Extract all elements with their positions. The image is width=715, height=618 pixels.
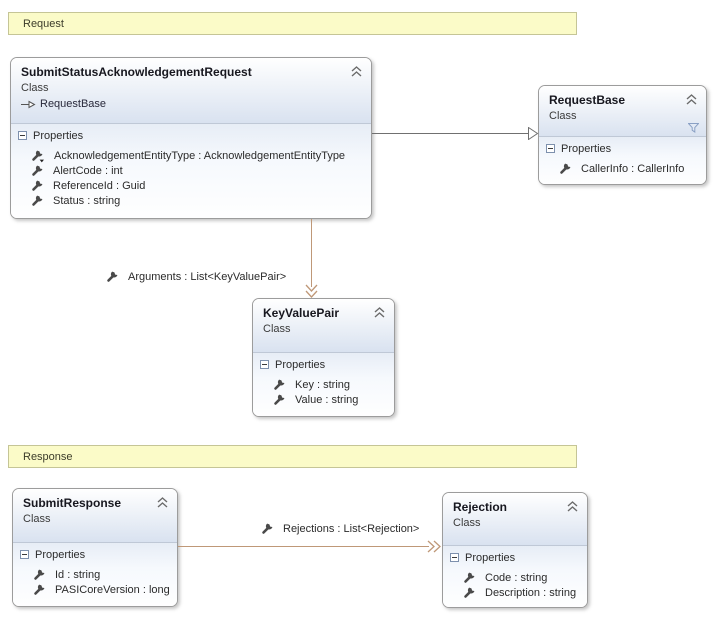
class-title: SubmitResponse	[23, 496, 122, 510]
inheritance-line	[372, 133, 528, 134]
association-label-row: Rejections : List<Rejection>	[261, 522, 419, 535]
collapse-chevron-icon[interactable]	[373, 307, 386, 318]
property-row[interactable]: CallerInfo : CallerInfo	[539, 161, 706, 176]
collapse-minus-icon[interactable]	[546, 144, 555, 153]
request-comment-label: Request	[23, 17, 64, 30]
class-title: SubmitStatusAcknowledgementRequest	[21, 65, 252, 79]
properties-section-header: Properties	[253, 356, 394, 373]
collapse-chevron-icon[interactable]	[685, 94, 698, 105]
property-row[interactable]: Key : string	[253, 377, 394, 392]
property-label: PASICoreVersion : long	[55, 583, 170, 596]
property-wrench-icon	[559, 162, 572, 175]
class-header: RequestBase Class	[539, 86, 706, 137]
property-label: AcknowledgementEntityType : Acknowledgem…	[54, 149, 346, 162]
class-rejection[interactable]: Rejection Class Properties Code : string	[442, 492, 588, 608]
class-kind: Class	[453, 517, 481, 529]
class-header: KeyValuePair Class	[253, 299, 394, 353]
property-wrench-icon	[33, 583, 46, 596]
property-row[interactable]: Value : string	[253, 392, 394, 407]
inheritance-arrowhead-icon	[528, 127, 539, 140]
association-label: Rejections : List<Rejection>	[283, 522, 420, 535]
class-header: SubmitResponse Class	[13, 489, 177, 543]
collapse-chevron-icon[interactable]	[350, 66, 363, 77]
inheritance-indicator-icon	[21, 100, 36, 109]
property-wrench-icon	[106, 270, 119, 283]
property-label: Id : string	[55, 568, 101, 581]
class-header: Rejection Class	[443, 493, 587, 546]
properties-section-label: Properties	[465, 551, 516, 564]
properties-section-header: Properties	[13, 546, 177, 563]
property-row[interactable]: Code : string	[443, 570, 587, 585]
property-wrench-icon	[463, 586, 476, 599]
request-comment[interactable]: Request	[8, 12, 577, 35]
association-label-row: Arguments : List<KeyValuePair>	[106, 270, 286, 283]
property-row[interactable]: ReferenceId : Guid	[11, 178, 371, 193]
class-keyvaluepair[interactable]: KeyValuePair Class Properties Key : stri…	[252, 298, 395, 417]
class-kind: Class	[549, 110, 577, 122]
association-line	[178, 546, 429, 547]
properties-compartment: Properties Code : string Description : s…	[443, 546, 587, 607]
properties-section-label: Properties	[33, 129, 84, 142]
property-row[interactable]: AcknowledgementEntityType : Acknowledgem…	[11, 148, 371, 163]
property-label: Value : string	[295, 393, 359, 406]
property-wrench-icon	[463, 571, 476, 584]
class-submitresponse[interactable]: SubmitResponse Class Properties Id : str…	[12, 488, 178, 607]
base-type-label: RequestBase	[40, 98, 107, 110]
property-row[interactable]: AlertCode : int	[11, 163, 371, 178]
collapse-minus-icon[interactable]	[20, 550, 29, 559]
property-label: Status : string	[53, 194, 121, 207]
property-wrench-icon	[273, 393, 286, 406]
property-wrench-enum-icon	[31, 149, 45, 163]
class-title: Rejection	[453, 500, 508, 514]
property-label: Code : string	[485, 571, 548, 584]
property-wrench-icon	[261, 522, 274, 535]
property-label: CallerInfo : CallerInfo	[581, 162, 685, 175]
property-label: ReferenceId : Guid	[53, 179, 146, 192]
properties-section-label: Properties	[275, 358, 326, 371]
collapse-minus-icon[interactable]	[450, 553, 459, 562]
property-wrench-icon	[31, 194, 44, 207]
association-arrowhead-icon	[427, 540, 441, 553]
class-requestbase[interactable]: RequestBase Class Properties	[538, 85, 707, 185]
property-wrench-icon	[31, 179, 44, 192]
properties-section-label: Properties	[561, 142, 612, 155]
association-label: Arguments : List<KeyValuePair>	[128, 270, 287, 283]
property-row[interactable]: Status : string	[11, 193, 371, 208]
property-label: AlertCode : int	[53, 164, 123, 177]
properties-compartment: Properties Id : string PASICoreVersion :…	[13, 543, 177, 606]
property-row[interactable]: Id : string	[13, 567, 177, 582]
class-submitstatusacknowledgementrequest[interactable]: SubmitStatusAcknowledgementRequest Class…	[10, 57, 372, 219]
class-title: RequestBase	[549, 93, 626, 107]
property-row[interactable]: PASICoreVersion : long	[13, 582, 177, 597]
property-label: Key : string	[295, 378, 351, 391]
response-comment-label: Response	[23, 450, 73, 463]
properties-compartment: Properties Key : string Value : string	[253, 353, 394, 416]
class-kind: Class	[23, 513, 51, 525]
property-label: Description : string	[485, 586, 577, 599]
properties-section-header: Properties	[11, 127, 371, 144]
response-comment[interactable]: Response	[8, 445, 577, 468]
class-title: KeyValuePair	[263, 306, 340, 320]
association-line	[311, 219, 312, 287]
collapse-chevron-icon[interactable]	[566, 501, 579, 512]
properties-section-header: Properties	[443, 549, 587, 566]
collapse-minus-icon[interactable]	[260, 360, 269, 369]
properties-section-header: Properties	[539, 140, 706, 157]
property-wrench-icon	[273, 378, 286, 391]
properties-compartment: Properties AcknowledgementEntityType : A…	[11, 124, 371, 218]
association-arrowhead-icon	[305, 284, 318, 298]
properties-section-label: Properties	[35, 548, 86, 561]
class-kind: Class	[21, 82, 49, 94]
properties-compartment: Properties CallerInfo : CallerInfo	[539, 137, 706, 184]
class-kind: Class	[263, 323, 291, 335]
base-type-row: RequestBase	[11, 95, 371, 111]
collapse-chevron-icon[interactable]	[156, 497, 169, 508]
collapse-minus-icon[interactable]	[18, 131, 27, 140]
filter-icon[interactable]	[688, 123, 699, 133]
class-header: SubmitStatusAcknowledgementRequest Class…	[11, 58, 371, 124]
property-row[interactable]: Description : string	[443, 585, 587, 600]
property-wrench-icon	[33, 568, 46, 581]
property-wrench-icon	[31, 164, 44, 177]
